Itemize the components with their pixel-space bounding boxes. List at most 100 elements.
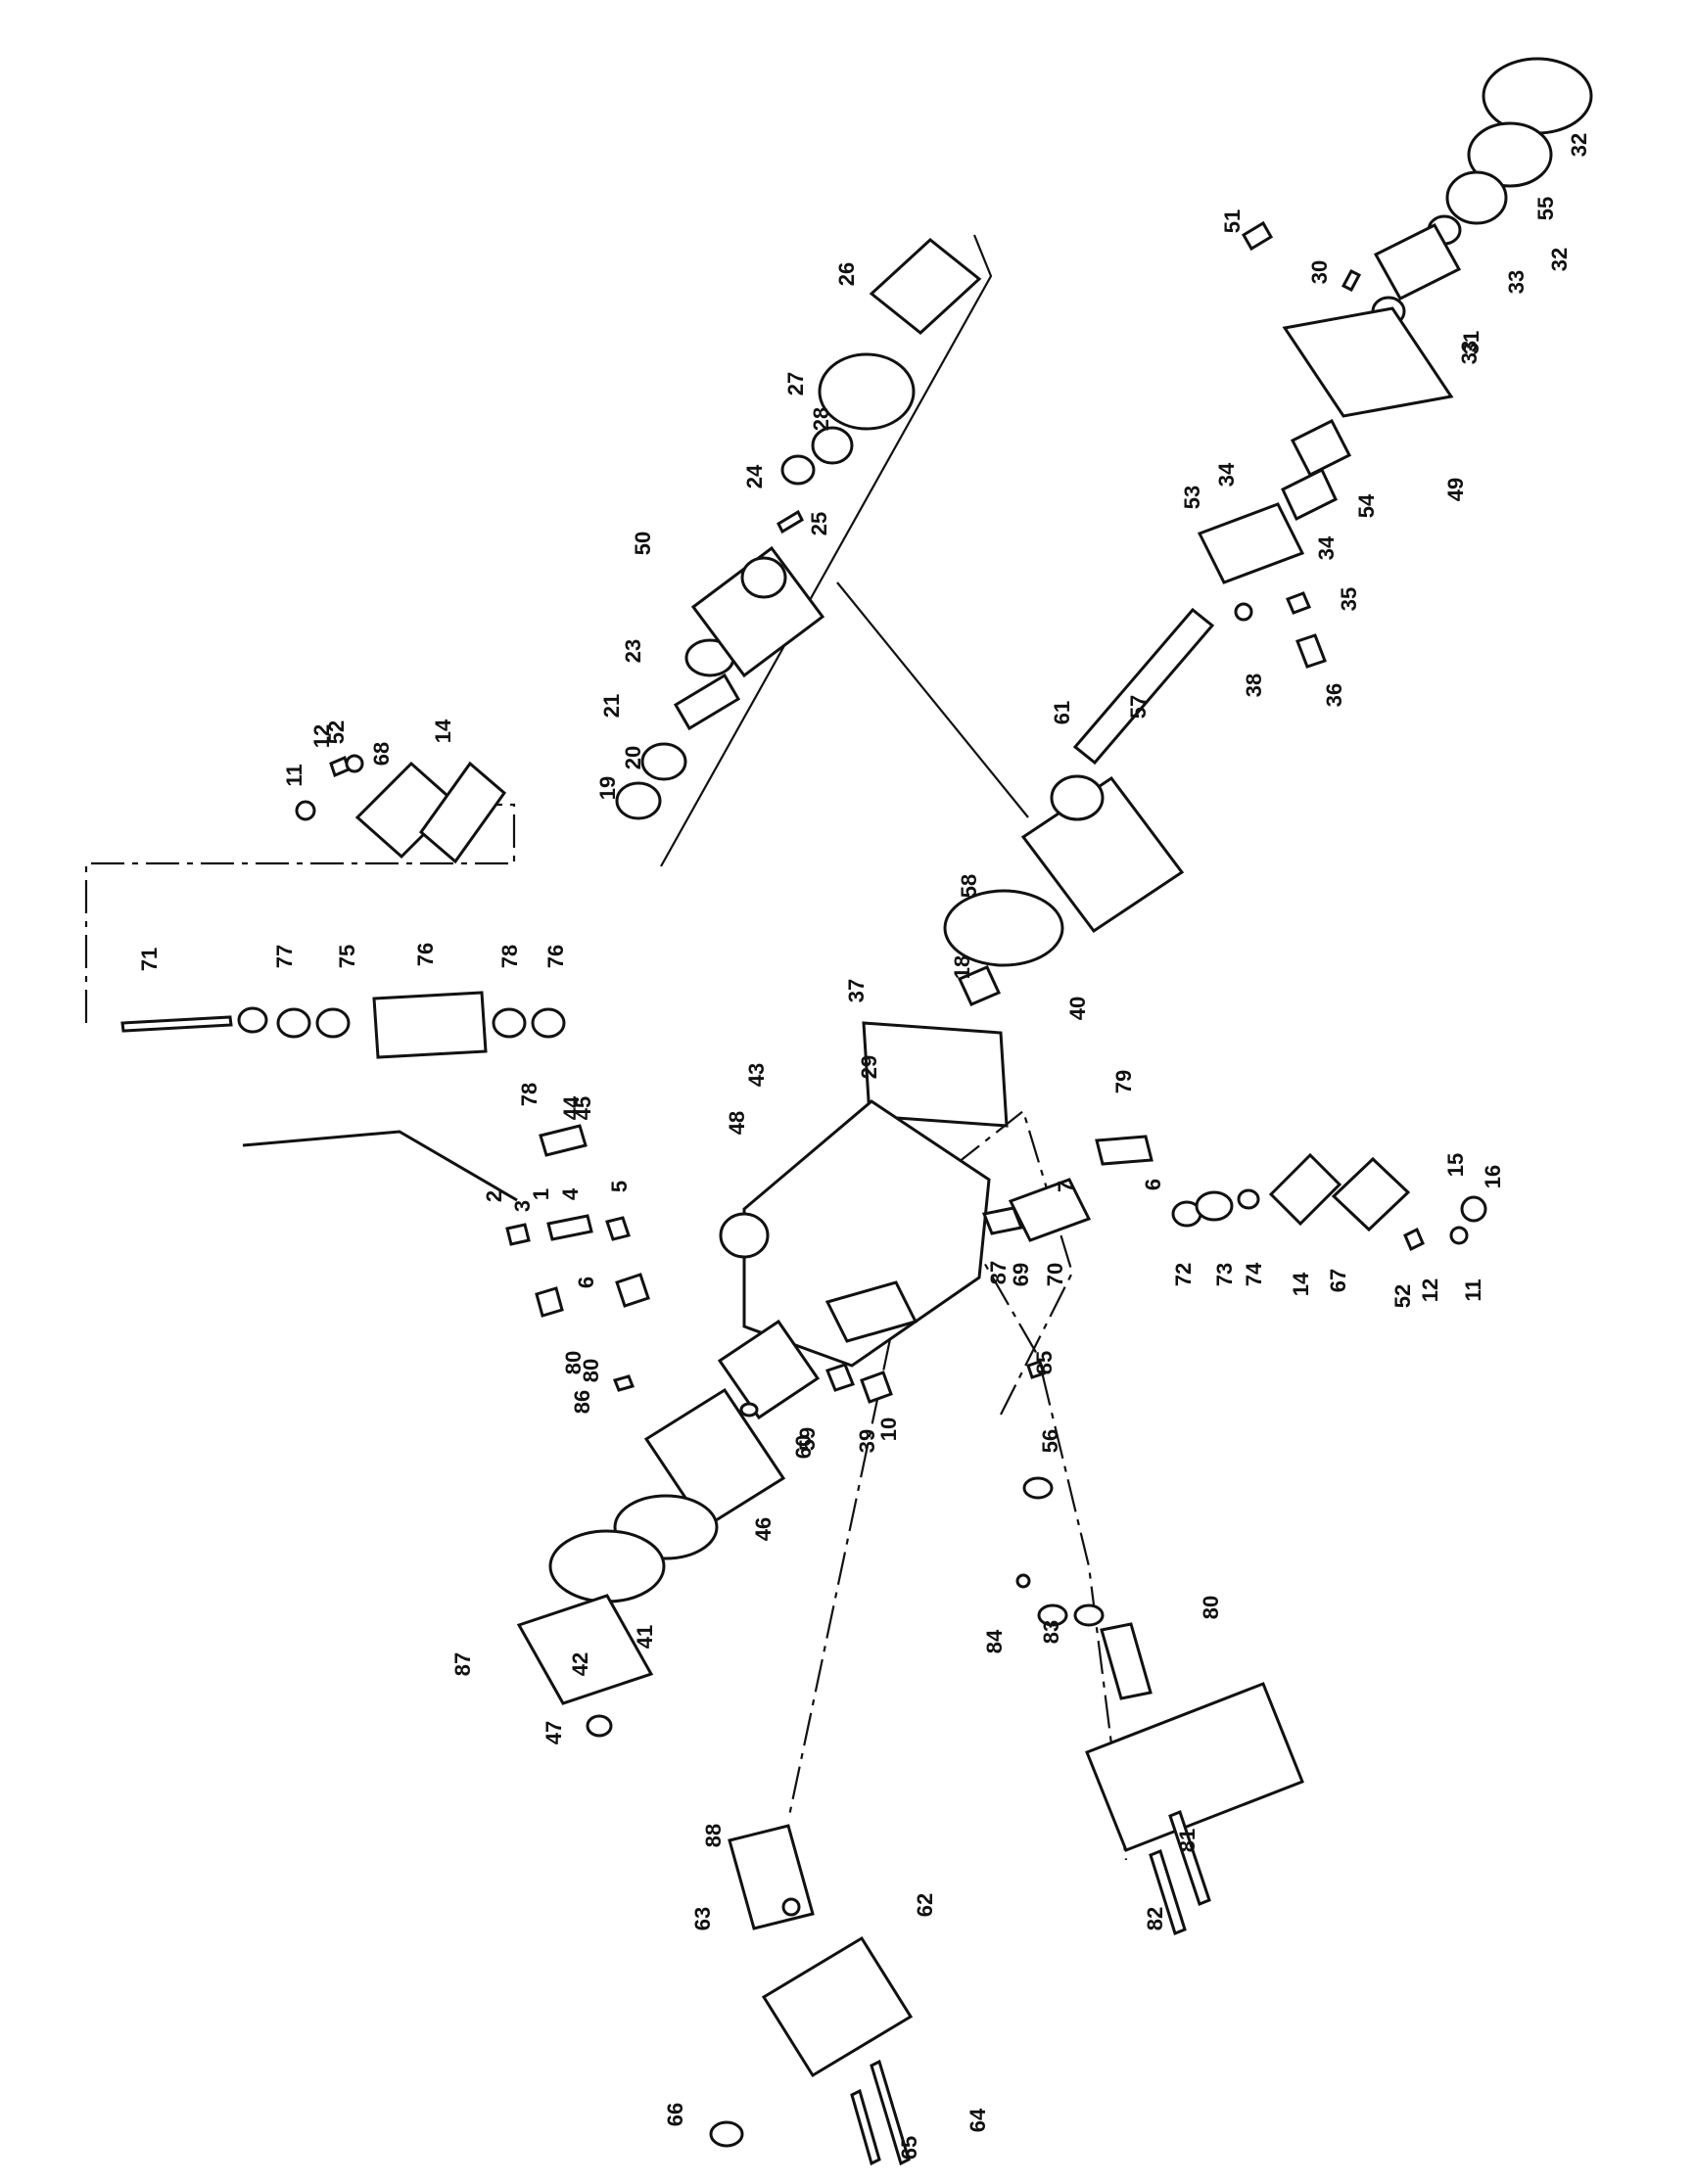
callout-34: 34 [1214,462,1239,487]
o-ring-84a [1037,1603,1068,1627]
callout-12: 12 [309,724,334,748]
poppet-5 [605,1216,631,1241]
callout-57: 57 [1126,695,1151,719]
callout-40: 40 [1065,997,1090,1020]
callout-60: 60 [791,1435,816,1459]
cover-67 [1331,1156,1411,1232]
pin-25 [777,509,804,534]
plug-69 [237,1006,268,1034]
callout-74: 74 [1242,1262,1266,1286]
callout-56: 56 [1038,1429,1062,1453]
callout-23: 23 [621,639,645,663]
callout-73: 73 [1212,1263,1237,1286]
callout-80: 80 [579,1359,603,1382]
pistons-26 [869,238,982,335]
servo-housing [1085,1682,1304,1852]
callout-11: 11 [1461,1278,1485,1301]
plate-27 [818,352,916,431]
washer-52-top [345,754,364,773]
callout-34: 34 [1314,535,1339,560]
pin-35 [1286,591,1311,615]
washer-20 [640,742,687,781]
key-36 [1295,633,1327,669]
callout-82: 82 [1143,1907,1167,1930]
bearing-18 [957,965,1002,1006]
spacer-70 [981,1206,1024,1235]
callout-7: 7 [1054,1181,1078,1192]
callout-1: 1 [529,1188,553,1200]
housing-49 [1282,306,1454,418]
callout-28: 28 [809,407,833,431]
callout-29: 29 [857,1055,881,1079]
callout-77: 77 [272,945,297,968]
callout-6: 6 [1141,1179,1165,1190]
screw-86 [1026,1360,1046,1379]
insert-54b [1281,467,1338,522]
insert-54a [1290,418,1352,478]
callout-64: 64 [965,2108,990,2132]
gerotor-59 [717,1319,821,1420]
callout-50: 50 [631,532,655,555]
main-housing-group [719,889,1487,1368]
sleeve-77 [372,991,488,1059]
callout-10: 10 [876,1417,901,1441]
callout-80: 80 [561,1351,586,1374]
callout-86: 86 [570,1390,594,1414]
ring-76 [315,1007,351,1039]
callout-42: 42 [568,1652,592,1676]
screw-30 [1341,269,1362,292]
callout-51: 51 [1220,209,1245,233]
seal-19 [615,781,662,820]
callout-52: 52 [324,720,349,744]
callout-47: 47 [541,1721,566,1744]
callout-11: 11 [282,764,306,786]
callout-81: 81 [1175,1829,1200,1852]
callout-66: 66 [663,2103,687,2126]
callout-80: 80 [1199,1596,1223,1619]
seal-42 [548,1529,666,1603]
plug-11 [1449,1226,1469,1245]
fitting-51 [1241,220,1274,252]
callout-71: 71 [137,948,162,971]
callout-55: 55 [1533,197,1558,220]
callout-21: 21 [599,694,624,718]
callout-84: 84 [982,1629,1007,1653]
callout-62: 62 [913,1893,937,1917]
callout-15: 15 [1443,1153,1468,1177]
ring-78b [492,1007,527,1039]
washer-74 [1195,1190,1234,1222]
callout-12: 12 [1418,1278,1442,1302]
callout-30: 30 [1307,260,1332,284]
bolt-72 [120,1015,233,1033]
spring-4 [546,1214,593,1241]
screw-12 [1403,1227,1425,1252]
screw-82 [1168,1810,1211,1906]
control-body-62 [761,1935,914,2078]
callout-32: 32 [1547,248,1572,271]
callout-14: 14 [431,719,455,743]
bore [1050,774,1105,821]
callout-39: 39 [855,1429,879,1453]
callout-45: 45 [571,1096,595,1120]
gasket-37 [862,1021,1009,1128]
cover-14 [1268,1152,1342,1227]
callout-79: 79 [1111,1070,1136,1093]
callout-41: 41 [633,1625,657,1649]
shaft-group [1020,57,1593,934]
callout-87: 87 [986,1261,1011,1284]
shaft-57 [1072,607,1215,766]
bearing-28 [811,426,854,465]
callout-6: 6 [574,1277,598,1288]
callout-18: 18 [950,955,974,979]
ring-76b [531,1007,566,1039]
plug-11-top [295,800,316,821]
callout-76: 76 [413,943,438,966]
spool-80b [615,1273,650,1308]
plate-89 [728,1824,815,1930]
callout-58: 58 [957,874,981,898]
bearing-31 [1373,223,1462,301]
callout-25: 25 [807,512,831,535]
